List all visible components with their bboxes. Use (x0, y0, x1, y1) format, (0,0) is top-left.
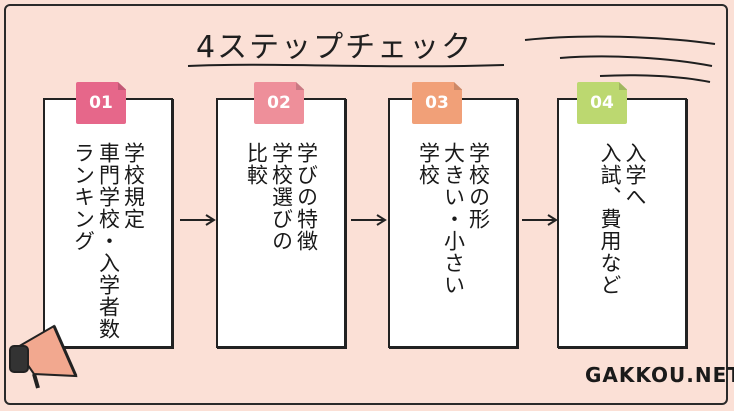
step-card-4: 入学へ 入試、費用など (557, 98, 687, 348)
megaphone-icon (9, 324, 78, 389)
step-1-text: 学校規定 車門学校・入学者数 ランキング (71, 142, 146, 340)
step-1-badge: 01 (76, 82, 126, 124)
step-card-2: 学びの特徴 学校選びの 比較 (216, 98, 346, 348)
step-2-text: 学びの特徴 学校選びの 比較 (244, 142, 319, 252)
step-3-badge: 03 (412, 82, 462, 124)
decorative-lines-icon (524, 35, 716, 83)
step-2-badge: 02 (254, 82, 304, 124)
step-3-text: 学校の形 大きい・小さい 学校 (416, 142, 491, 296)
page-frame (4, 4, 728, 405)
brand-logo-text: GAKKOU.NET (585, 363, 734, 387)
step-card-1: 学校規定 車門学校・入学者数 ランキング (43, 98, 173, 348)
title-underline (187, 63, 505, 68)
step-card-3: 学校の形 大きい・小さい 学校 (388, 98, 518, 348)
arrow-right-icon (351, 214, 387, 226)
page-title: 4ステップチェック (196, 30, 474, 65)
step-4-text: 入学へ 入試、費用など (598, 142, 647, 296)
arrow-right-icon (522, 214, 558, 226)
step-4-badge: 04 (577, 82, 627, 124)
arrow-right-icon (180, 214, 216, 226)
